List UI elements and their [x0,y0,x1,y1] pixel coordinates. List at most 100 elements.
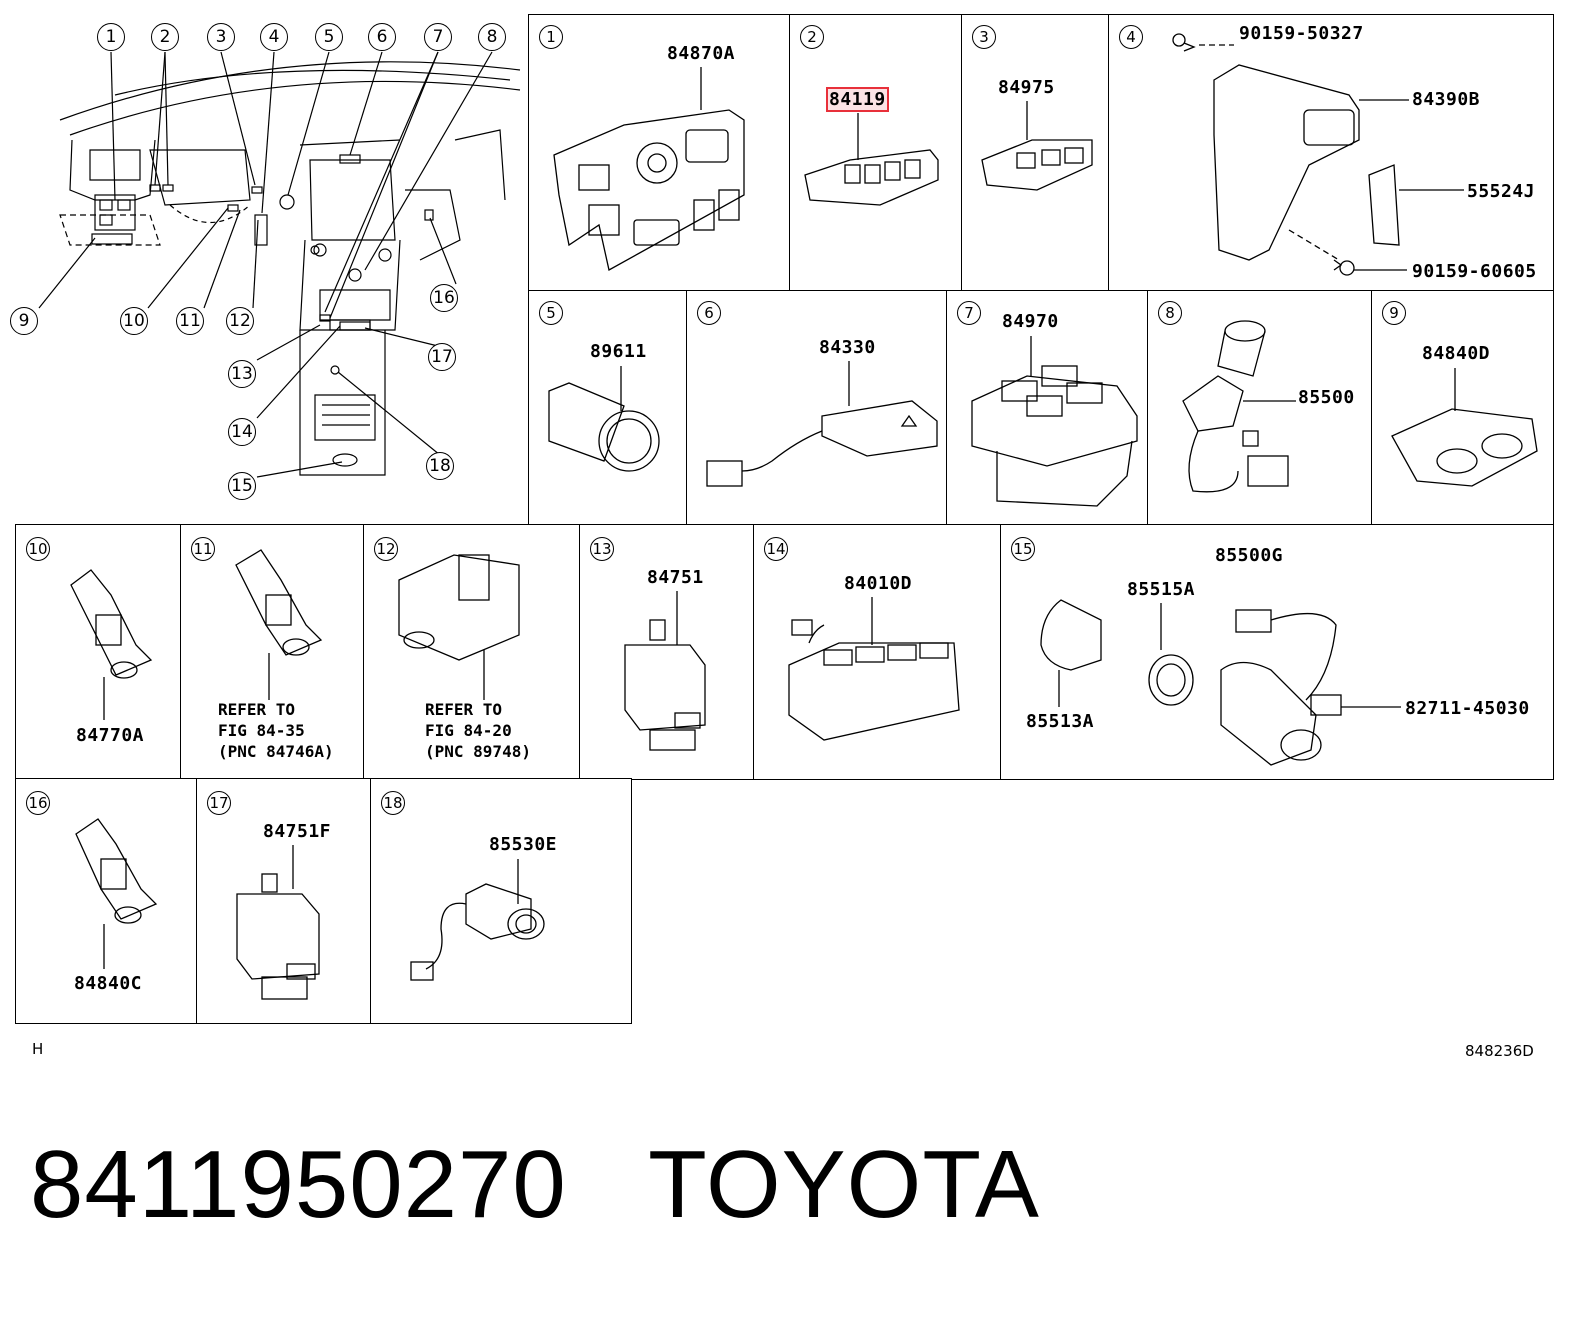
panel-2: 2 84119 [789,14,963,292]
panel-number: 13 [590,537,614,561]
power-outlet-assembly-icon [1040,599,1401,766]
overview-callout-12: 12 [226,307,254,335]
bezel-assembly-icon [1172,33,1464,276]
panel-10: 10 84770A [15,524,182,780]
panel-3: 3 84975 [961,14,1110,292]
part-label-84751: 84751 [647,567,704,588]
panel-number: 3 [972,25,996,49]
overview-callout-6: 6 [368,23,396,51]
switch-icon [70,569,153,720]
switch-icon [236,845,320,1000]
panel-8: 8 85500 [1147,290,1373,526]
panel-1: 1 84870A [528,14,791,292]
diagram-code-left: H [32,1040,44,1058]
part-label-85513A: 85513A [1026,711,1095,732]
panel-15: 15 85500G 85515A 85513A 82711-45030 [1000,524,1554,780]
panel-number: 1 [539,25,563,49]
cigarette-lighter-icon [1182,320,1296,493]
part-label-85530E: 85530E [489,834,558,855]
part-label-85515A: 85515A [1127,579,1196,600]
panel-number: 6 [697,301,721,325]
overview-callout-7: 7 [424,23,452,51]
panel-number: 15 [1011,537,1035,561]
overview-callout-8: 8 [478,23,506,51]
part-label-84010D: 84010D [844,573,913,594]
panel-number: 9 [1382,301,1406,325]
overview-callout-9: 9 [10,307,38,335]
panel-13: 13 84751 [579,524,755,780]
part-label-84751F: 84751F [263,821,332,842]
overview-callout-16: 16 [430,284,458,312]
panel-7: 7 84970 [946,290,1149,526]
part-label-84870A: 84870A [667,43,736,64]
overview-callout-2: 2 [151,23,179,51]
panel-number: 17 [207,791,231,815]
panel-number: 10 [26,537,50,561]
switch-assembly-icon [788,597,960,741]
panel-number: 5 [539,301,563,325]
part-label-84975: 84975 [998,77,1055,98]
part-label-90159-50327: 90159-50327 [1239,23,1364,44]
push-start-button-icon [548,366,660,472]
overview-callout-17: 17 [428,343,456,371]
panel-number: 12 [374,537,398,561]
part-label-82711-45030: 82711-45030 [1405,698,1530,719]
overview-callout-13: 13 [228,360,256,388]
overview-callout-10: 10 [120,307,148,335]
panel-number: 11 [191,537,215,561]
panel-number: 8 [1158,301,1182,325]
part-label-84840D: 84840D [1422,343,1491,364]
panel-14: 14 84010D [753,524,1002,780]
brand-name: TOYOTA [648,1131,1040,1238]
panel-number: 16 [26,791,50,815]
overview-callout-5: 5 [315,23,343,51]
part-number: 8411950270 [30,1131,567,1238]
switch-icon [1391,368,1538,487]
panel-9: 9 84840D [1371,290,1554,526]
panel-5: 5 89611 [528,290,688,526]
switch-icon [235,549,323,700]
switch-icon [981,101,1093,191]
part-label-55524J: 55524J [1467,181,1536,202]
panel-12: 12 REFER TO FIG 84-20 (PNC 89748) [363,524,581,780]
panel-17: 17 84751F [196,778,372,1024]
overview-callout-15: 15 [228,472,256,500]
hazard-switch-icon [706,361,938,487]
panel-16: 16 84840C [15,778,198,1024]
diagram-code-right: 848236D [1465,1042,1534,1060]
overview-callout-11: 11 [176,307,204,335]
overview-callout-4: 4 [260,23,288,51]
part-label-85500G: 85500G [1215,545,1284,566]
reference-note: REFER TO FIG 84-35 (PNC 84746A) [218,700,334,761]
part-label-84770A: 84770A [76,725,145,746]
overview-callout-18: 18 [426,452,454,480]
panel-11: 11 REFER TO FIG 84-35 (PNC 84746A) [180,524,365,780]
switch-icon [624,591,706,751]
switch-block-icon [398,554,520,700]
footer-title: 8411950270 TOYOTA [30,1130,1040,1240]
part-label-84390B: 84390B [1412,89,1481,110]
switch-icon [75,818,158,969]
part-label-89611: 89611 [590,341,647,362]
switch-assembly-icon [553,67,745,271]
part-label-84119-highlighted: 84119 [826,87,889,112]
panel-number: 4 [1119,25,1143,49]
part-label-84970: 84970 [1002,311,1059,332]
part-label-84330: 84330 [819,337,876,358]
overview-callout-1: 1 [97,23,125,51]
panel-number: 14 [764,537,788,561]
panel-18: 18 85530E [370,778,632,1024]
panel-4: 4 90159-50327 84390B 55524J 90159-60605 [1108,14,1554,292]
switch-block-icon [971,336,1138,507]
panel-number: 18 [381,791,405,815]
panel-number: 2 [800,25,824,49]
overview-callout-3: 3 [207,23,235,51]
part-label-84840C: 84840C [74,973,143,994]
dashboard-overview-drawing [38,51,521,478]
reference-note: REFER TO FIG 84-20 (PNC 89748) [425,700,531,761]
part-label-85500: 85500 [1298,387,1355,408]
overview-callout-14: 14 [228,418,256,446]
panel-number: 7 [957,301,981,325]
switch-assembly-icon [804,113,939,206]
panel-6: 6 84330 [686,290,948,526]
